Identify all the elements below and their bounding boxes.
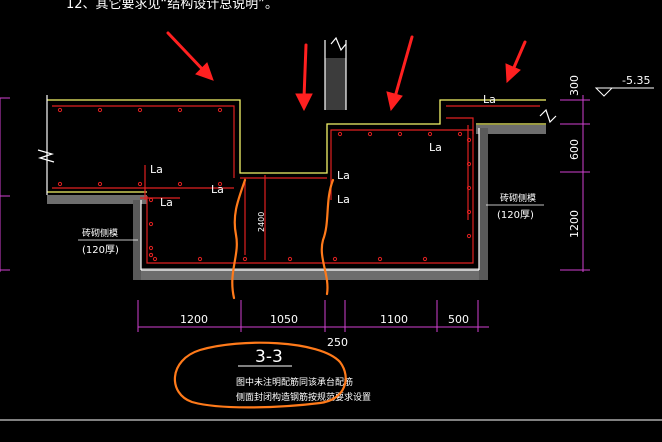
- rebar-dot: [332, 256, 338, 262]
- la-label: La: [160, 196, 173, 209]
- header-text: 12、其它要求见“结构设计总说明”。: [66, 0, 278, 12]
- gravel-right: [476, 125, 546, 134]
- la-label: La: [211, 183, 224, 196]
- rebar-dot: [197, 256, 203, 262]
- level-triangle-icon: [594, 87, 614, 97]
- rebar-dot: [457, 131, 463, 137]
- section-title: 3-3: [255, 347, 283, 367]
- hand-circle-notes: [173, 341, 347, 409]
- rebar-dot: [466, 209, 472, 215]
- brick-wall-right: [479, 128, 488, 280]
- rebar-dot: [377, 256, 383, 262]
- rebar-dot: [287, 256, 293, 262]
- dim-text-1200: 1200: [180, 313, 208, 326]
- note-line-2: 侧面封闭构造钢筋按规范要求设置: [236, 391, 371, 403]
- rebar-dot: [137, 181, 143, 187]
- dim-text-300: 300: [568, 75, 581, 96]
- rebar-dot: [466, 137, 472, 143]
- wall-left-line2: (120厚): [82, 244, 119, 256]
- dim-text-250: 250: [327, 336, 348, 349]
- arrow-icon: [505, 40, 527, 84]
- dim-text-1100: 1100: [380, 313, 408, 326]
- rebar-dot: [466, 161, 472, 167]
- hand-stroke-right: [320, 178, 335, 296]
- gravel-layers: [47, 58, 546, 280]
- rebar-dot: [337, 131, 343, 137]
- wall-left-line1: 砖砌侧模: [82, 227, 118, 239]
- rebar-dot: [217, 181, 223, 187]
- rebar-dot: [177, 107, 183, 113]
- rebar-dot: [57, 107, 63, 113]
- wall-callout-left: 砖砌侧模 (120厚): [78, 227, 138, 256]
- rebar-dot: [97, 107, 103, 113]
- dimension-lines: [0, 95, 590, 332]
- rebar-dot: [148, 252, 154, 258]
- arrow-icon: [166, 31, 214, 81]
- top-surface-line: [47, 99, 546, 174]
- rebar-left-top: [52, 105, 235, 178]
- arrow-icon: [295, 43, 313, 112]
- dimension-texts: 1200 1050 1100 500 250 300 600 1200: [180, 75, 581, 349]
- rebar-dots: [57, 107, 472, 262]
- break-symbol-icon: [37, 149, 55, 163]
- la-labels: La La La La La La La: [150, 93, 496, 209]
- rebar-dot: [177, 181, 183, 187]
- rebar-dot: [137, 107, 143, 113]
- dim-text-500: 500: [448, 313, 469, 326]
- break-symbols: [37, 36, 557, 163]
- break-symbol-icon: [539, 108, 557, 124]
- la-label: La: [150, 163, 163, 176]
- dim-text-1200-right: 1200: [568, 210, 581, 238]
- arrow-icon: [386, 35, 414, 112]
- wall-callout-right: 砖砌侧模 (120厚): [486, 192, 544, 221]
- break-symbol-icon: [330, 36, 347, 52]
- column-stub: [325, 58, 346, 110]
- rebar-dot: [427, 131, 433, 137]
- rebar-dot: [57, 181, 63, 187]
- rebar-dot: [217, 107, 223, 113]
- note-line-1: 图中未注明配筋同该承台配筋: [236, 376, 353, 388]
- la-label: La: [337, 193, 350, 206]
- rebar-dot: [242, 256, 248, 262]
- rebar-dot: [97, 181, 103, 187]
- la-label: La: [337, 169, 350, 182]
- gravel-bottom: [133, 268, 487, 280]
- rebar-lines: [52, 105, 540, 264]
- rebar-dot: [466, 185, 472, 191]
- rebar-dot: [466, 233, 472, 239]
- dim-text-600: 600: [568, 139, 581, 160]
- rebar-dot: [367, 131, 373, 137]
- vertical-dim-inner: 2400: [257, 212, 266, 232]
- structure-outline: [46, 40, 480, 271]
- gravel-left: [47, 195, 147, 204]
- dim-text-1050: 1050: [270, 313, 298, 326]
- wall-right-line1: 砖砌侧模: [500, 192, 536, 204]
- rebar-dot: [422, 256, 428, 262]
- rebar-pit-outer: [146, 129, 474, 264]
- level-value: -5.35: [622, 74, 650, 87]
- concrete-outline: [47, 99, 546, 193]
- la-label: La: [429, 141, 442, 154]
- level-mark: -5.35: [594, 74, 654, 97]
- rebar-dot: [148, 245, 154, 251]
- hand-annotations: [173, 178, 347, 409]
- rebar-dot: [152, 256, 158, 262]
- wall-right-line2: (120厚): [497, 209, 534, 221]
- rebar-dot: [397, 131, 403, 137]
- red-arrows: [166, 31, 527, 112]
- la-label: La: [483, 93, 496, 106]
- rebar-dot: [148, 197, 154, 203]
- rebar-right-hook: [446, 117, 474, 134]
- hand-stroke-left: [231, 178, 247, 300]
- rebar-dot: [148, 221, 154, 227]
